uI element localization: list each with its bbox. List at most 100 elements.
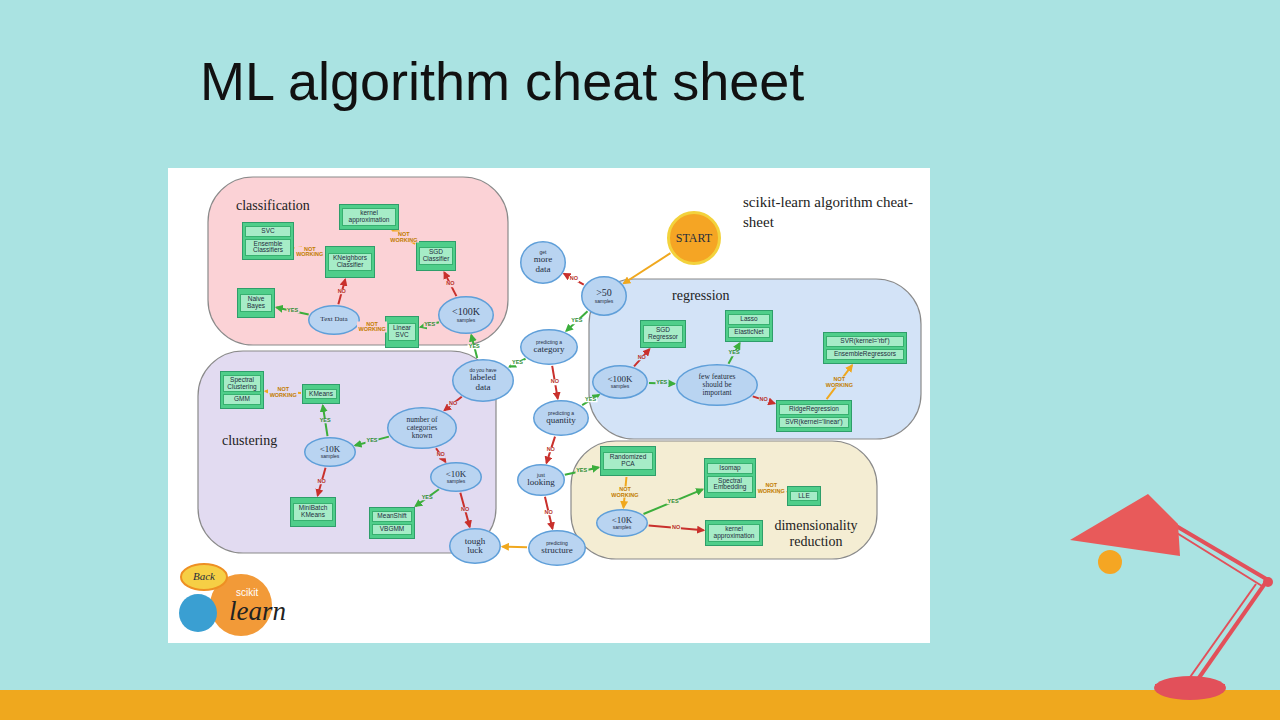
decision-ellipse: <10Ksamples [304, 437, 356, 467]
edge-label: YES [511, 360, 524, 366]
flow-arrow [502, 546, 527, 549]
flow-arrow [623, 477, 626, 508]
edge-label: YES [728, 351, 741, 357]
node-text: Back [188, 571, 220, 583]
node-text: labeled data [462, 373, 505, 392]
flow-arrow [757, 485, 786, 492]
edge-label: NO [759, 397, 769, 403]
flow-arrow [318, 468, 326, 496]
flow-arrow [420, 322, 439, 327]
node-text: <10K [605, 516, 640, 525]
estimator-box: KNeighbors Classifier [325, 246, 375, 278]
estimator-box: IsomapSpectral Embedding [704, 458, 756, 498]
node-text: RidgeRegression [779, 404, 849, 415]
node-text: SVC [245, 226, 291, 237]
logo-text: learn [229, 594, 309, 629]
flow-arrow [360, 325, 384, 329]
node-text: Ensemble Classifiers [245, 239, 291, 257]
edge-label: NO [546, 447, 556, 453]
sheet-caption: scikit-learn algorithm cheat-sheet [743, 193, 921, 232]
node-text: more data [528, 255, 559, 274]
decision-ellipse: do you havelabeled data [452, 359, 514, 402]
flow-arrow [552, 366, 558, 399]
estimator-box: RidgeRegressionSVR(kernel='linear') [776, 400, 852, 432]
slide-title: ML algorithm cheat sheet [200, 50, 804, 112]
flow-arrow [444, 272, 456, 296]
edge-label: NOT WORKING [295, 246, 325, 257]
node-text: Linear SVC [388, 323, 416, 341]
flow-arrow [634, 349, 649, 366]
image-panel [168, 168, 930, 643]
edge-label: NOT WORKING [389, 232, 419, 243]
edge-label: YES [575, 468, 588, 474]
node-text: Text Data [317, 316, 352, 323]
node-text: Isomap [707, 463, 753, 474]
node-text: EnsembleRegressors [826, 349, 904, 360]
edge-label: NOT WORKING [756, 483, 786, 494]
edge-label: YES [468, 344, 481, 350]
node-text: kernel approximation [708, 524, 760, 542]
node-text: MiniBatch KMeans [293, 503, 333, 521]
node-text: SVR(kernel='rbf') [826, 336, 904, 347]
decision-ellipse: number of categories known [387, 407, 457, 449]
node-text: Lasso [728, 314, 770, 325]
decision-ellipse: <10Ksamples [596, 509, 648, 537]
node-text: structure [537, 546, 577, 555]
node-text: <10K [439, 470, 474, 479]
region-blob: number of categories known<10KsamplesKMe… [197, 350, 497, 554]
edge-label: NOT WORKING [824, 377, 854, 388]
node-text: looking [525, 478, 557, 487]
node-text: KMeans [305, 389, 337, 400]
flow-arrow [649, 525, 704, 530]
edge-label: NO [337, 289, 347, 295]
flow-arrow [436, 448, 445, 462]
region-blob: Randomized PCA <10Ksamples IsomapSpectral … [570, 440, 878, 560]
flow-arrow [295, 248, 324, 255]
flow-arrow [415, 489, 438, 506]
start-node: START [667, 211, 721, 265]
decision-ellipse: getmore data [520, 241, 566, 284]
edge-label: YES [570, 318, 583, 324]
flow-arrow [624, 253, 671, 283]
region-blob: <100KsamplesSGD Regressorfew features sh… [588, 278, 922, 440]
decision-ellipse: justlooking [517, 464, 565, 496]
node-text: samples [313, 454, 348, 459]
edge-label: NO [316, 479, 326, 485]
edge-label: YES [319, 418, 332, 424]
node-text: GMM [223, 394, 261, 405]
estimator-box: MeanShiftVBGMM [369, 507, 415, 539]
estimator-box: LLE [787, 486, 821, 506]
bottom-bar [0, 690, 1280, 720]
flow-arrow [565, 467, 599, 474]
flow-arrow [564, 274, 584, 285]
estimator-box: kernel approximation [339, 204, 399, 230]
node-text: number of categories known [398, 416, 447, 440]
node-text: START [676, 232, 713, 245]
estimator-box: SVR(kernel='rbf') EnsembleRegressors [823, 332, 907, 364]
estimator-box: MiniBatch KMeans [290, 497, 336, 527]
lamp-illustration [1070, 494, 1273, 700]
node-text: samples [601, 384, 639, 389]
node-text: Spectral Clustering [223, 375, 261, 393]
edge-label: NO [460, 507, 470, 513]
region-blob: <100KsamplesLinear SVCText DataNaive Bay… [207, 176, 509, 346]
flow-arrow [643, 489, 702, 514]
decision-ellipse: predicting acategory [520, 329, 578, 365]
estimator-box: SVC Ensemble Classifiers [242, 222, 294, 260]
flow-arrow [460, 493, 469, 527]
estimator-box: Linear SVC [385, 316, 419, 348]
estimator-box: SGD Classifier [416, 241, 456, 271]
estimator-box: LassoElasticNet [725, 310, 773, 342]
edge-label: NO [569, 276, 579, 282]
edge-label: YES [286, 308, 299, 314]
node-text: samples [439, 479, 474, 484]
flow-arrow [355, 437, 389, 446]
estimator-box: Randomized PCA [600, 446, 656, 476]
back-button: Back [180, 563, 228, 591]
decision-ellipse: few features should be important [676, 364, 758, 406]
node-text: Naive Bayes [240, 294, 272, 312]
flow-arrow [827, 365, 853, 399]
node-text: SVR(kernel='linear') [779, 417, 849, 428]
edge-label: YES [366, 438, 379, 444]
region-heading: regression [672, 288, 772, 304]
